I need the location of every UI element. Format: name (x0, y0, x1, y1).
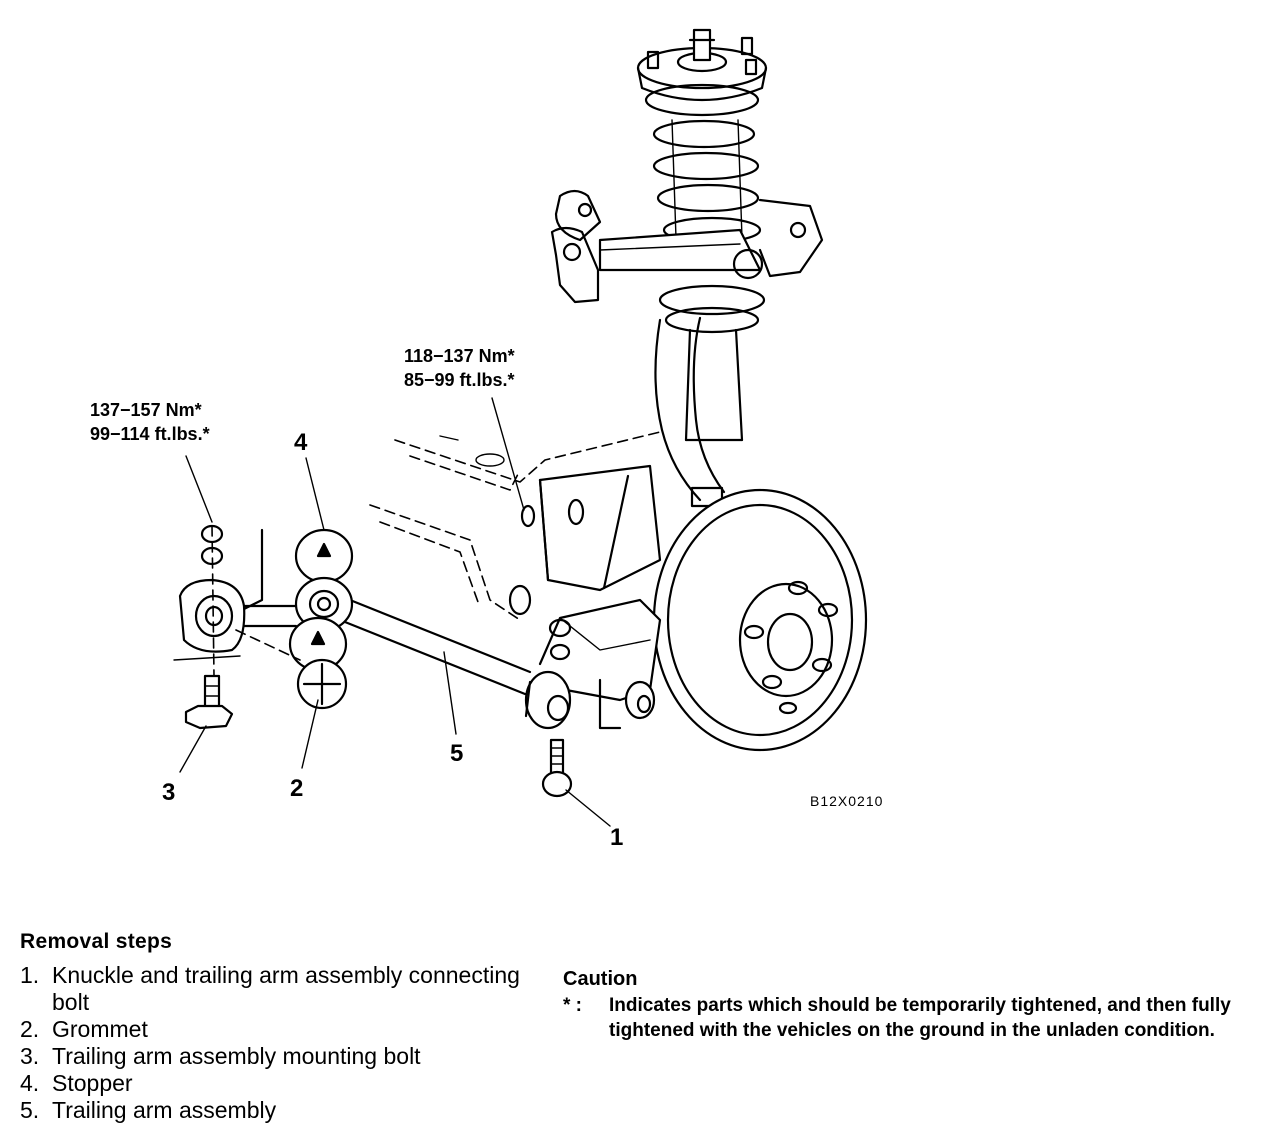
torque-upper-nm: 118−137 Nm* (404, 346, 515, 366)
knuckle (654, 316, 726, 508)
list-item: 2. Grommet (20, 1016, 540, 1043)
list-item: 5. Trailing arm assembly (20, 1097, 540, 1124)
callout-number-1: 1 (610, 824, 623, 851)
removal-steps-heading: Removal steps (20, 930, 173, 953)
torque-left-nm: 137−157 Nm* (90, 400, 202, 420)
caution-note: Caution * : Indicates parts which should… (563, 968, 1263, 1043)
caution-mark: * : (563, 995, 582, 1016)
step-text: Knuckle and trailing arm assembly connec… (52, 962, 520, 1015)
step-text: Stopper (52, 1070, 133, 1096)
step-number: 3. (20, 1043, 40, 1069)
step-number: 2. (20, 1016, 40, 1042)
caution-heading: Caution (563, 968, 638, 990)
connecting-nut (548, 618, 572, 661)
callout-number-4: 4 (294, 429, 308, 456)
removal-steps: Removal steps 1. Knuckle and trailing arm… (20, 930, 540, 1124)
torque-left-ftlbs: 99−114 ft.lbs.* (90, 424, 210, 444)
step-number: 1. (20, 962, 40, 988)
trailing-arm (338, 596, 662, 730)
step-number: 5. (20, 1097, 40, 1123)
step-text: Trailing arm assembly mounting bolt (52, 1043, 421, 1069)
strut-assembly (636, 28, 768, 442)
bolt-1 (541, 738, 573, 798)
body-frame (369, 431, 661, 621)
suspension-exploded-diagram: 4 3 2 5 1 118−137 Nm* 85−99 ft.lbs.* 137… (90, 28, 883, 851)
grommet-stack (288, 528, 354, 710)
step-text: Trailing arm assembly (52, 1097, 277, 1123)
removal-steps-list: 1. Knuckle and trailing arm assembly conn… (20, 962, 540, 1124)
upper-arm (550, 189, 824, 304)
bracket (508, 464, 662, 616)
leader-lines (179, 397, 611, 827)
callout-number-2: 2 (290, 775, 303, 802)
figure-code: B12X0210 (810, 793, 883, 809)
torque-upper-ftlbs: 85−99 ft.lbs.* (404, 370, 515, 390)
step-number: 4. (20, 1070, 40, 1096)
caution-text: Indicates parts which should be temporar… (609, 995, 1231, 1041)
callout-number-3: 3 (162, 779, 175, 806)
list-item: 1. Knuckle and trailing arm assembly conn… (20, 962, 540, 1016)
mounting-bracket (173, 524, 301, 730)
callout-number-5: 5 (450, 740, 463, 767)
brake-drum (652, 488, 868, 752)
list-item: 4. Stopper (20, 1070, 540, 1097)
list-item: 3. Trailing arm assembly mounting bolt (20, 1043, 540, 1070)
step-text: Grommet (52, 1016, 148, 1042)
caution-row: * : Indicates parts which should be temp… (563, 993, 1263, 1043)
